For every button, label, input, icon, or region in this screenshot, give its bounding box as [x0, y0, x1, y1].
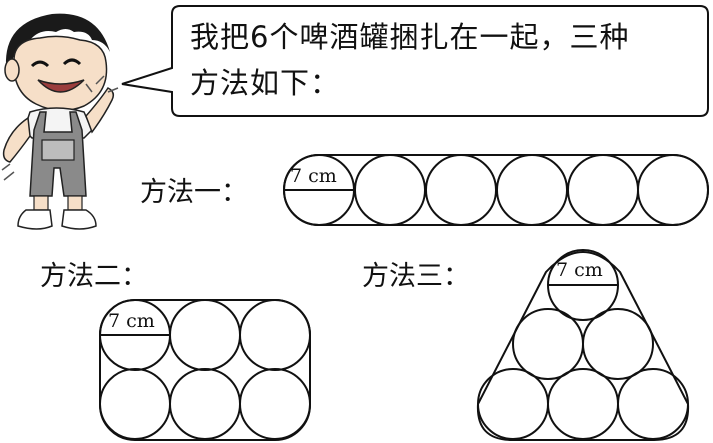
method-two-bundle: [99, 299, 311, 441]
can-circle: [169, 368, 241, 440]
overall-pocket: [41, 139, 75, 161]
motion-lines-icon: [1, 163, 15, 181]
can-circle: [637, 154, 709, 226]
speech-text: 我把6个啤酒罐捆扎在一起，三种 方法如下：: [190, 14, 700, 106]
can-circle: [496, 154, 568, 226]
speech-line-1: 我把6个啤酒罐捆扎在一起，三种: [190, 20, 630, 54]
method-one-label: 方法一：: [140, 177, 248, 208]
boy-leg-left: [33, 195, 49, 211]
boy-arm-left: [2, 116, 31, 163]
boy-shoe-right: [61, 209, 97, 230]
can-circle: [169, 299, 241, 371]
method-three-bundle: [476, 249, 690, 441]
method-three-diameter-label: 7 cm: [556, 259, 603, 281]
can-circle: [99, 368, 171, 440]
boy-hair: [5, 13, 111, 66]
method-three-label: 方法三：: [362, 261, 470, 292]
can-circle: [617, 368, 689, 440]
can-circle: [477, 368, 549, 440]
method-one-bundle: [283, 154, 709, 226]
can-circle: [547, 368, 619, 440]
speech-line-2: 方法如下：: [190, 66, 341, 100]
boy-mouth: [37, 79, 85, 93]
boy-shoe-left: [17, 209, 53, 230]
can-circle: [239, 299, 311, 371]
boy-eye-right: [62, 58, 82, 66]
can-circle: [582, 308, 654, 380]
boy-leg-right: [67, 195, 83, 211]
method-three-strap: [476, 251, 690, 441]
can-circle: [425, 154, 497, 226]
boy-face: [13, 35, 108, 112]
motion-lines-icon: [85, 75, 119, 93]
method-two-diameter-label: 7 cm: [108, 310, 155, 332]
method-two-label: 方法二：: [40, 261, 148, 292]
boy-arm-right: [85, 87, 115, 134]
boy-eye-left: [30, 60, 50, 68]
can-circle: [512, 308, 584, 380]
can-circle: [239, 368, 311, 440]
speech-bubble: [121, 5, 709, 117]
boy-illustration: [1, 13, 119, 230]
can-circle: [567, 154, 639, 226]
boy-ear: [4, 58, 20, 82]
can-circle: [354, 154, 426, 226]
method-one-diameter-label: 7 cm: [290, 165, 337, 187]
